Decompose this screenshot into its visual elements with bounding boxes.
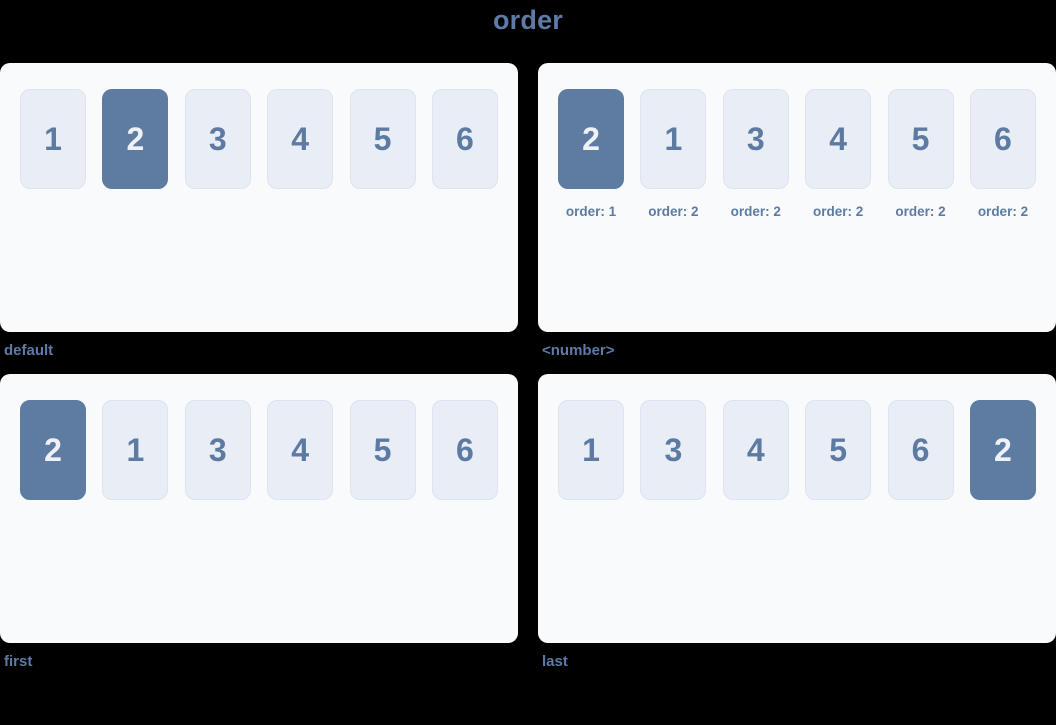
flex-item-slot: 3 [184, 400, 251, 500]
flex-item: 1 [640, 89, 707, 189]
flex-item: 3 [184, 89, 251, 189]
order-value-label: order: 2 [977, 204, 1029, 219]
flex-item: 6 [431, 89, 498, 189]
flex-item-slot: 2 [969, 400, 1036, 500]
flex-item-slot: 2 order: 1 [558, 89, 624, 219]
flex-item-highlighted: 2 [969, 400, 1036, 500]
flex-items-row: 2 order: 1 1 order: 2 3 order: 2 4 order: 2 5 ord… [558, 89, 1036, 219]
flex-item-highlighted: 2 [20, 400, 86, 500]
flex-item-slot: 4 [267, 400, 334, 500]
flex-item-highlighted: 2 [102, 89, 169, 189]
page-title: order [492, 5, 564, 35]
flex-item-slot: 3 order: 2 [722, 89, 789, 219]
flex-item-slot: 3 [640, 400, 707, 500]
order-value-label: order: 2 [895, 204, 946, 219]
flex-item-slot: 4 order: 2 [805, 89, 872, 219]
flex-item: 5 [887, 89, 954, 189]
flex-item-slot: 5 [349, 89, 416, 189]
flex-item-slot: 1 order: 2 [640, 89, 707, 219]
flex-item: 5 [805, 400, 872, 500]
panel-caption: default [4, 342, 54, 359]
flex-item-slot: 5 order: 2 [887, 89, 954, 219]
flex-item: 3 [640, 400, 707, 500]
flex-item: 3 [184, 400, 251, 500]
flex-item: 1 [20, 89, 86, 189]
flex-item-slot: 2 [20, 400, 86, 500]
flex-item-slot: 6 [887, 400, 954, 500]
flex-item-slot: 2 [102, 89, 169, 189]
order-value-label: order: 2 [813, 204, 864, 219]
example-number: 2 order: 1 1 order: 2 3 order: 2 4 order: 2 5 ord… [538, 63, 1056, 360]
flex-item-slot: 4 [267, 89, 334, 189]
flex-item: 4 [267, 89, 334, 189]
flex-item-slot: 5 [805, 400, 872, 500]
order-value-label: order: 2 [730, 204, 781, 219]
flex-item: 3 [722, 89, 789, 189]
flex-item: 6 [887, 400, 954, 500]
flex-item-slot: 5 [349, 400, 416, 500]
flex-item: 1 [558, 400, 624, 500]
panel-caption: <number> [542, 342, 615, 359]
flex-item-slot: 6 [431, 89, 498, 189]
flex-item: 5 [349, 400, 416, 500]
panel-caption: first [4, 653, 33, 670]
order-value-label: order: 2 [648, 204, 699, 219]
flex-item-slot: 3 [184, 89, 251, 189]
flex-item-slot: 1 [558, 400, 624, 500]
flex-item-highlighted: 2 [558, 89, 624, 189]
flex-item: 4 [805, 89, 872, 189]
flex-item-slot: 6 order: 2 [969, 89, 1036, 219]
panel-caption: last [542, 653, 568, 670]
order-value-label: order: 1 [565, 204, 617, 219]
flex-item-slot: 1 [20, 89, 86, 189]
flex-item: 6 [431, 400, 498, 500]
flex-item: 4 [722, 400, 789, 500]
flex-item: 1 [102, 400, 169, 500]
flex-item: 6 [969, 89, 1036, 189]
flex-item: 5 [349, 89, 416, 189]
flex-item-slot: 1 [102, 400, 169, 500]
flex-item: 4 [267, 400, 334, 500]
demo-panel-number: 2 order: 1 1 order: 2 3 order: 2 4 order: 2 5 ord… [538, 63, 1056, 332]
flex-item-slot: 6 [431, 400, 498, 500]
flex-item-slot: 4 [722, 400, 789, 500]
